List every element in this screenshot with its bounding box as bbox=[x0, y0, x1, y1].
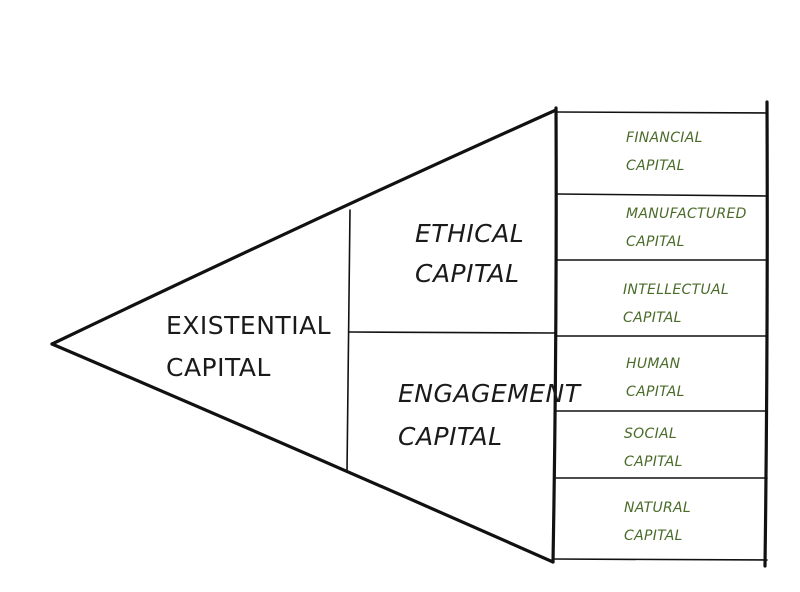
column-divider-1 bbox=[555, 193, 768, 197]
svg-text:ETHICAL: ETHICAL bbox=[415, 219, 524, 248]
social-capital-label: SOCIAL CAPITAL bbox=[624, 426, 683, 470]
column-top-line bbox=[555, 111, 768, 114]
svg-text:CAPITAL: CAPITAL bbox=[626, 384, 685, 400]
svg-text:ENGAGEMENT: ENGAGEMENT bbox=[398, 379, 582, 408]
svg-text:CAPITAL: CAPITAL bbox=[398, 422, 503, 451]
engagement-capital-label: ENGAGEMENT CAPITAL bbox=[398, 379, 582, 451]
svg-text:NATURAL: NATURAL bbox=[624, 500, 691, 516]
funnel-top-edge bbox=[50, 108, 558, 346]
svg-text:CAPITAL: CAPITAL bbox=[166, 353, 271, 382]
inner-horizontal-divider bbox=[348, 331, 557, 334]
svg-text:CAPITAL: CAPITAL bbox=[623, 310, 682, 326]
svg-text:CAPITAL: CAPITAL bbox=[624, 528, 683, 544]
manufactured-capital-label: MANUFACTURED CAPITAL bbox=[626, 206, 747, 250]
funnel-right-edge bbox=[551, 106, 558, 564]
svg-text:FINANCIAL: FINANCIAL bbox=[626, 130, 703, 146]
ethical-capital-label: ETHICAL CAPITAL bbox=[415, 219, 524, 288]
column-bottom-line bbox=[552, 558, 768, 561]
svg-text:INTELLECTUAL: INTELLECTUAL bbox=[623, 282, 729, 298]
financial-capital-label: FINANCIAL CAPITAL bbox=[626, 130, 703, 174]
svg-text:CAPITAL: CAPITAL bbox=[626, 234, 685, 250]
funnel-bottom-edge bbox=[50, 342, 555, 564]
svg-text:SOCIAL: SOCIAL bbox=[624, 426, 677, 442]
svg-text:EXISTENTIAL: EXISTENTIAL bbox=[166, 311, 331, 340]
existential-capital-label: EXISTENTIAL CAPITAL bbox=[166, 311, 331, 382]
svg-text:CAPITAL: CAPITAL bbox=[415, 259, 520, 288]
human-capital-label: HUMAN CAPITAL bbox=[626, 356, 685, 400]
natural-capital-label: NATURAL CAPITAL bbox=[624, 500, 691, 544]
column-right-edge bbox=[763, 100, 769, 568]
svg-text:MANUFACTURED: MANUFACTURED bbox=[626, 206, 747, 222]
svg-text:CAPITAL: CAPITAL bbox=[626, 158, 685, 174]
svg-text:HUMAN: HUMAN bbox=[626, 356, 681, 372]
intellectual-capital-label: INTELLECTUAL CAPITAL bbox=[623, 282, 729, 326]
svg-text:CAPITAL: CAPITAL bbox=[624, 454, 683, 470]
inner-vertical-divider bbox=[346, 209, 351, 473]
